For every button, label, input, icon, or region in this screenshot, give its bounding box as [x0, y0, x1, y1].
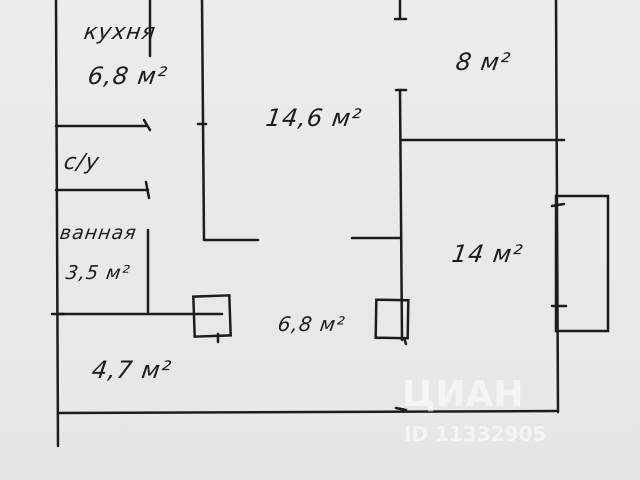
wall-center: [398, 88, 404, 342]
watermark-id: ID 11332905: [404, 422, 547, 446]
watermark-brand: ЦИАН: [402, 374, 524, 415]
fixture-left: [192, 294, 232, 338]
outer-wall-bottom: [56, 409, 558, 415]
entry-area: 4,7 м²: [90, 356, 174, 384]
room-e-area: 14 м²: [450, 240, 525, 268]
bathroom-area: 3,5 м²: [64, 262, 132, 284]
living-area: 14,6 м²: [264, 104, 364, 132]
toilet-name: с/у: [62, 150, 102, 175]
hall-area: 6,8 м²: [276, 312, 347, 336]
outer-wall-left: [54, 0, 60, 448]
balcony: [554, 194, 610, 333]
fixture-right: [374, 298, 410, 340]
bathroom-name: ванная: [58, 222, 139, 244]
kitchen-area: 6,8 м²: [86, 62, 170, 90]
wall-living-left: [200, 0, 206, 242]
kitchen-name: кухня: [82, 20, 158, 45]
room-ne-area: 8 м²: [454, 48, 513, 76]
